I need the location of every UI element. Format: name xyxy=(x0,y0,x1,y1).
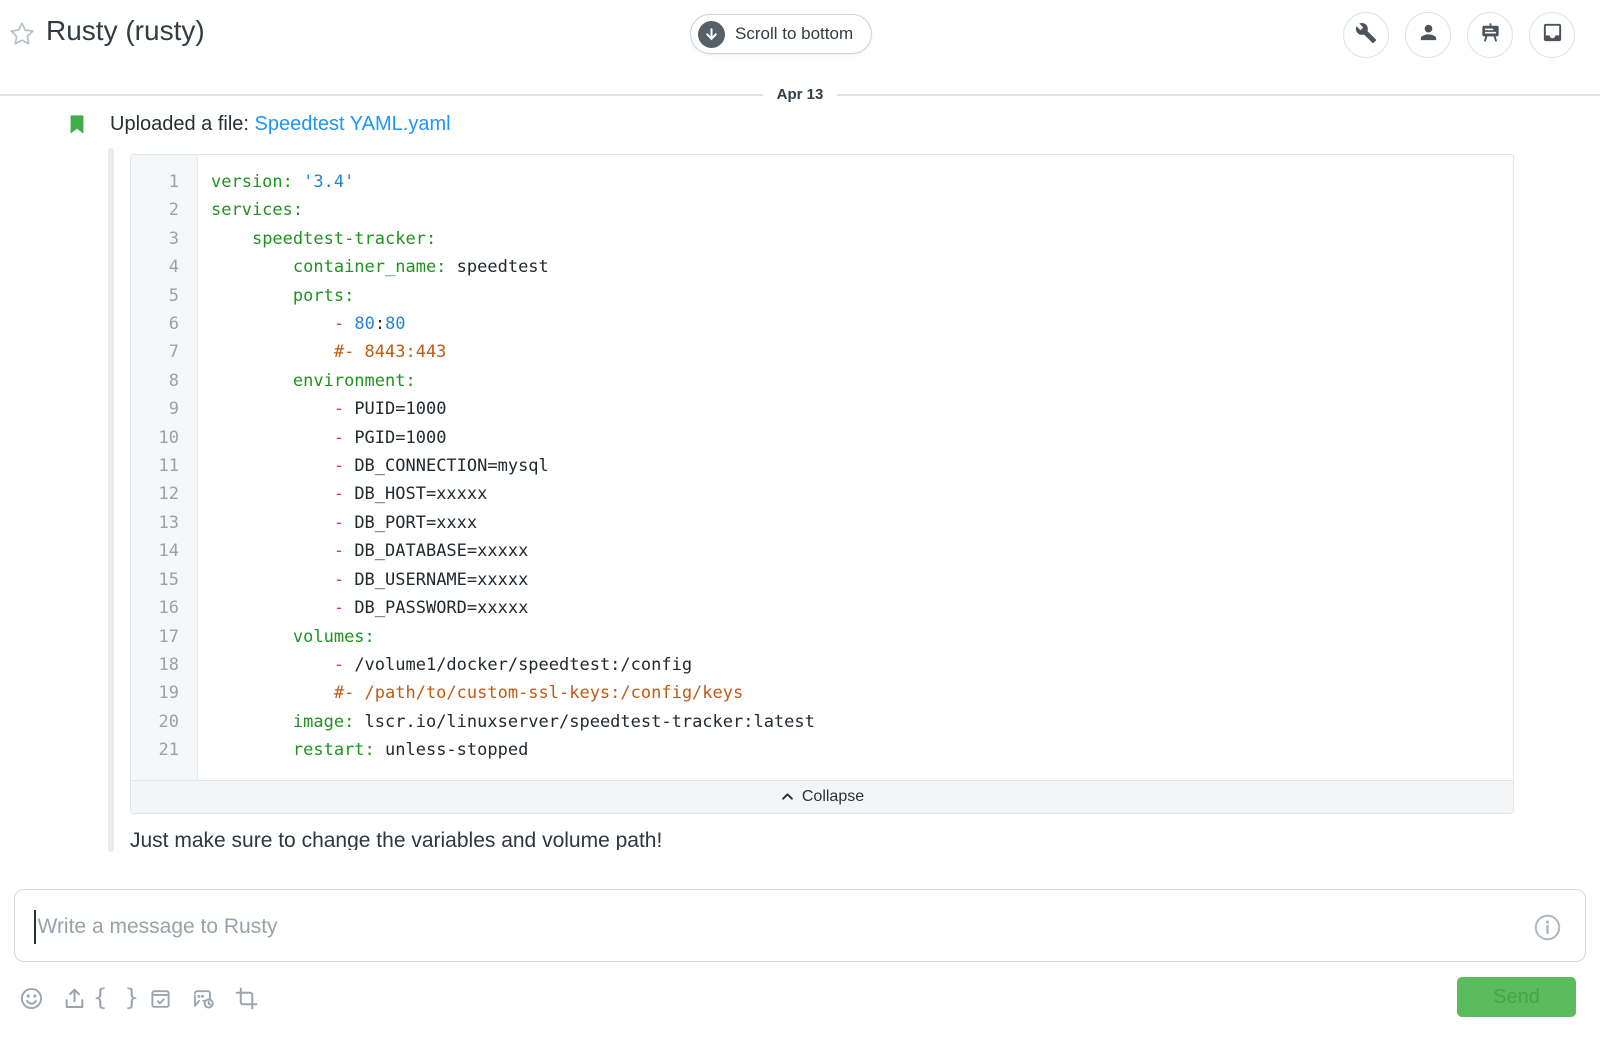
bookmark-icon[interactable] xyxy=(66,111,88,138)
collapse-button[interactable]: Collapse xyxy=(131,779,1513,813)
header-actions xyxy=(1343,12,1575,58)
line-number: 18 xyxy=(158,654,179,675)
code-icon[interactable]: { } xyxy=(93,985,141,1011)
scroll-to-bottom-label: Scroll to bottom xyxy=(735,24,854,43)
code-line: #- 8443:443 xyxy=(333,342,447,363)
code-line: container_name: speedtest xyxy=(292,257,549,278)
file-link[interactable]: Speedtest YAML.yaml xyxy=(254,113,451,135)
upload-icon[interactable] xyxy=(61,985,87,1011)
code-line: restart: unless-stopped xyxy=(292,740,529,761)
code-line: ports: xyxy=(292,285,355,306)
chevron-up-icon xyxy=(782,793,793,800)
scheduled-message-icon[interactable] xyxy=(190,985,216,1011)
code-line: image: lscr.io/linuxserver/speedtest-tra… xyxy=(292,711,815,732)
code-line: - DB_CONNECTION=mysql xyxy=(333,456,549,477)
line-number: 13 xyxy=(158,512,179,533)
inbox-icon xyxy=(1541,21,1564,49)
code-line: version: '3.4' xyxy=(211,172,355,192)
code-line: volumes: xyxy=(292,626,375,647)
collapse-label: Collapse xyxy=(801,787,865,805)
line-number: 19 xyxy=(158,683,179,704)
line-number: 14 xyxy=(158,541,179,562)
code-line: - DB_PASSWORD=xxxxx xyxy=(333,598,529,619)
emoji-icon[interactable] xyxy=(18,985,44,1011)
message-text-clipped: Just make sure to change the variables a… xyxy=(130,829,1430,850)
line-number: 7 xyxy=(168,342,179,363)
code-lines: version: '3.4' services: speedtest-tracke… xyxy=(198,155,1513,780)
crop-icon[interactable] xyxy=(233,985,259,1011)
date-divider: Apr 13 xyxy=(0,86,1600,103)
board-icon xyxy=(1479,21,1502,49)
settings-button[interactable] xyxy=(1343,12,1389,58)
line-number: 17 xyxy=(158,626,179,647)
line-number: 8 xyxy=(168,370,179,391)
input-placeholder: Write a message to Rusty xyxy=(37,914,278,938)
line-number: 11 xyxy=(158,456,179,477)
code-line: - PUID=1000 xyxy=(333,399,447,420)
code-line: speedtest-tracker: xyxy=(251,228,437,249)
line-number: 16 xyxy=(158,598,179,619)
arrow-down-icon xyxy=(698,20,725,48)
person-icon xyxy=(1417,21,1440,49)
composer-inner: Write a message to Rusty xyxy=(34,890,278,963)
code-line: - PGID=1000 xyxy=(333,427,447,448)
code-line: - 80:80 xyxy=(333,314,406,335)
message-text: Just make sure to change the variables a… xyxy=(130,829,663,850)
code-line: #- /path/to/custom-ssl-keys:/config/keys xyxy=(333,683,744,704)
divider-line xyxy=(0,93,763,96)
line-number: 4 xyxy=(168,257,179,278)
wrench-icon xyxy=(1355,22,1377,49)
line-number: 1 xyxy=(168,172,179,192)
favorite-star-icon[interactable] xyxy=(8,20,36,48)
code-line: - /volume1/docker/speedtest:/config xyxy=(333,654,693,675)
code-line: - DB_USERNAME=xxxxx xyxy=(333,569,529,590)
thread-indicator-bar xyxy=(108,148,114,852)
code-line: services: xyxy=(211,200,304,221)
line-number: 21 xyxy=(158,740,179,761)
date-label: Apr 13 xyxy=(776,86,824,103)
upload-prefix: Uploaded a file: xyxy=(110,113,249,135)
code-line: - DB_PORT=xxxx xyxy=(333,512,478,533)
board-button[interactable] xyxy=(1467,12,1513,58)
upload-message: Uploaded a file: Speedtest YAML.yaml xyxy=(110,113,451,136)
line-number: 15 xyxy=(158,569,179,590)
conversation-title: Rusty (rusty) xyxy=(46,15,205,46)
text-caret xyxy=(34,909,36,944)
line-number: 2 xyxy=(168,200,179,221)
scroll-to-bottom-button[interactable]: Scroll to bottom xyxy=(690,14,873,54)
message-input[interactable]: Write a message to Rusty xyxy=(14,889,1586,962)
line-number: 9 xyxy=(168,399,179,420)
task-icon[interactable] xyxy=(147,985,173,1011)
code-line: environment: xyxy=(292,370,416,391)
divider-line xyxy=(837,93,1600,96)
info-icon[interactable] xyxy=(1534,914,1561,941)
profile-button[interactable] xyxy=(1405,12,1451,58)
line-number: 3 xyxy=(168,228,179,249)
inbox-button[interactable] xyxy=(1529,12,1575,58)
line-number: 6 xyxy=(168,314,179,335)
line-number: 5 xyxy=(168,285,179,306)
line-number: 12 xyxy=(158,484,179,505)
line-number: 10 xyxy=(158,427,179,448)
code-line: - DB_HOST=xxxxx xyxy=(333,484,488,505)
line-number: 20 xyxy=(158,711,179,732)
send-button[interactable]: Send xyxy=(1457,977,1576,1017)
code-line: - DB_DATABASE=xxxxx xyxy=(333,541,529,562)
composer-toolbar: { } xyxy=(18,985,259,1011)
